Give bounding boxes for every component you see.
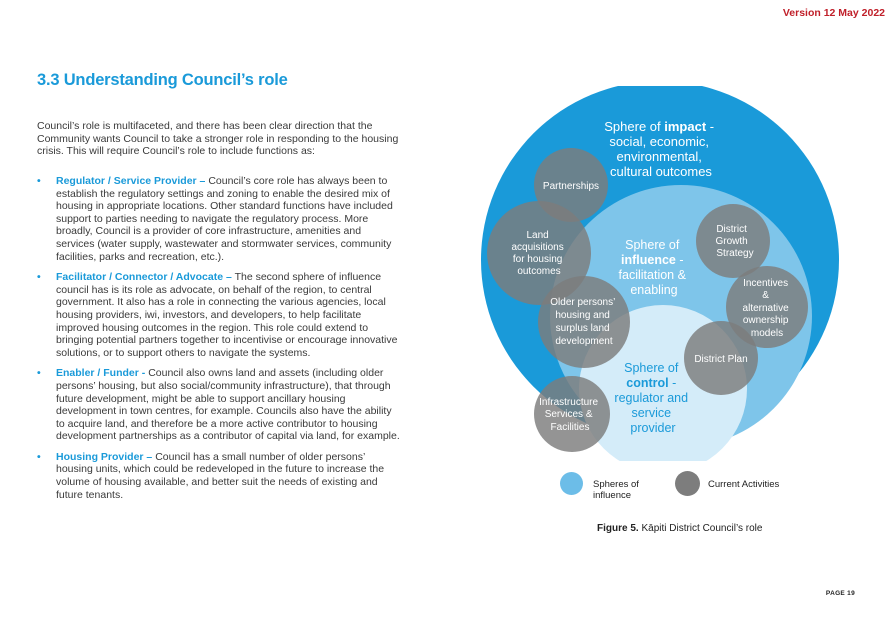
activity-label-partnerships: Partnerships xyxy=(543,181,599,192)
legend-label-activities: Current Activities xyxy=(708,479,780,490)
role-item-enabler: • Enabler / Funder - Council also owns l… xyxy=(37,367,402,443)
legend-swatch-spheres xyxy=(560,472,583,495)
legend-label-spheres: Spheres of influence xyxy=(593,479,639,501)
activity-circle-district-plan xyxy=(684,321,758,395)
intro-paragraph: Council’s role is multifaceted, and ther… xyxy=(37,120,399,158)
activity-label-land-acquisitions: Land acquisitions for housing outcomes xyxy=(511,230,566,277)
activity-circle-land-acquisitions xyxy=(487,201,591,305)
figure-number: Figure 5. xyxy=(597,523,639,534)
activity-label-incentives: Incentives & alternative ownership model… xyxy=(743,278,792,339)
activity-label-district-plan: District Plan xyxy=(694,354,747,365)
activity-label-older-persons: Older persons’ housing and surplus land … xyxy=(550,297,617,347)
spheres-svg: Sphere of impact - social, economic, env… xyxy=(481,81,839,473)
activity-circle-district-growth xyxy=(696,204,770,278)
page-number: PAGE 19 xyxy=(825,590,855,597)
role-text: The second sphere of influence council h… xyxy=(56,271,398,359)
role-text: Council’s core role has always been to e… xyxy=(56,175,393,263)
control-label: Sphere of control - regulator and servic… xyxy=(614,361,691,435)
activity-label-district-growth: District Growth Strategy xyxy=(715,224,753,259)
bullet-icon: • xyxy=(37,450,41,463)
spheres-diagram: Sphere of impact - social, economic, env… xyxy=(470,81,870,473)
diagram-legend: Spheres of influence Current Activities xyxy=(560,470,820,506)
role-item-housing-provider: • Housing Provider – Council has a small… xyxy=(37,451,402,501)
influence-label: Sphere of influence - facilitation & ena… xyxy=(619,238,690,297)
role-name: Facilitator / Connector / Advocate – xyxy=(56,271,232,284)
activity-circle-incentives xyxy=(726,266,808,348)
role-text: Council has a small number of older pers… xyxy=(56,450,385,501)
roles-list: • Regulator / Service Provider – Council… xyxy=(37,175,402,509)
role-name: Enabler / Funder - xyxy=(56,367,146,380)
legend-swatch-activities xyxy=(675,471,700,496)
role-item-facilitator: • Facilitator / Connector / Advocate – T… xyxy=(37,271,402,359)
activity-circle-older-persons xyxy=(538,276,630,368)
role-name: Housing Provider – xyxy=(56,450,153,463)
section-title: 3.3 Understanding Council’s role xyxy=(37,71,288,89)
bullet-icon: • xyxy=(37,367,41,380)
activity-label-infrastructure: Infrastructure Services & Facilities xyxy=(539,397,601,433)
impact-label: Sphere of impact - social, economic, env… xyxy=(604,119,717,179)
role-text: Council also owns land and assets (inclu… xyxy=(56,367,400,443)
bullet-icon: • xyxy=(37,175,41,187)
activity-circle-infrastructure xyxy=(534,376,610,452)
figure-caption: Figure 5. Kāpiti District Council’s role xyxy=(597,523,762,534)
version-label: Version 12 May 2022 xyxy=(782,7,885,19)
role-item-regulator: • Regulator / Service Provider – Council… xyxy=(37,175,402,263)
role-name: Regulator / Service Provider – xyxy=(56,175,206,187)
bullet-icon: • xyxy=(37,271,41,284)
figure-caption-text: Kāpiti District Council’s role xyxy=(638,523,763,534)
